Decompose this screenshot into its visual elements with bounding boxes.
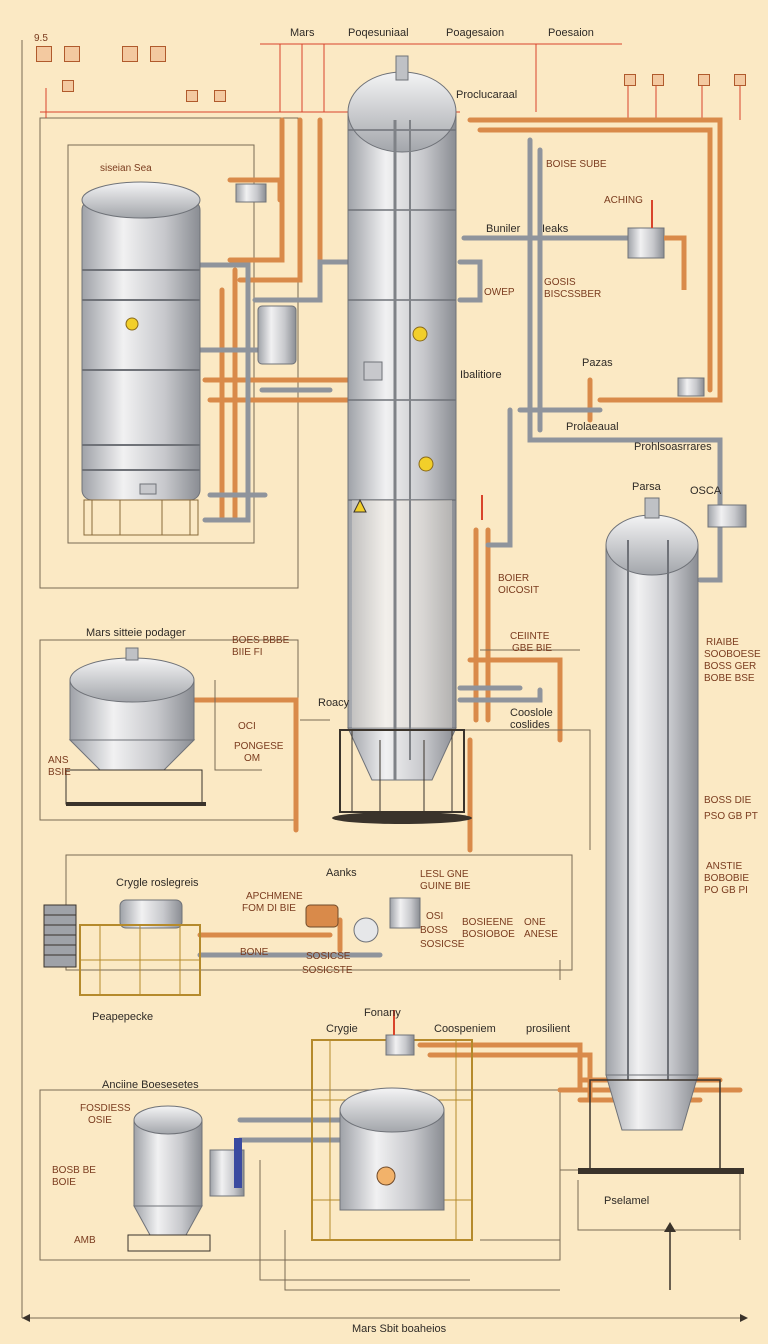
label-crygle-code-4: GUINE BIE bbox=[420, 881, 471, 892]
tag-box bbox=[698, 74, 710, 86]
label-crygle-code-5: OSI bbox=[426, 911, 444, 922]
label-crygle-code-2: FOM DI BIE bbox=[242, 903, 296, 914]
label-mid-code-3: OWEP bbox=[484, 287, 515, 298]
label-storage-code: BOES BBBE bbox=[232, 635, 290, 646]
tag-box bbox=[734, 74, 746, 86]
label-coosperiem: Coospeniem bbox=[434, 1023, 496, 1035]
archive-processor bbox=[127, 1105, 245, 1252]
control-cabinet bbox=[235, 183, 297, 365]
label-crygle-code-9: SOSICSE bbox=[306, 951, 351, 962]
label-crygle-code-6: BOSS bbox=[420, 925, 448, 936]
label-crygle-code-11: BOSIOBOE bbox=[462, 929, 515, 940]
label-pselamel: Pselamel bbox=[604, 1195, 650, 1207]
label-right-lower-8: BOBOBIE bbox=[704, 873, 750, 884]
label-right-lower-1: RIAIBE bbox=[706, 637, 739, 648]
label-crygle-code-3: LESL GNE bbox=[420, 869, 469, 880]
tag-box bbox=[652, 74, 664, 86]
tag-box bbox=[186, 90, 198, 102]
label-crygle-code-1: APCHMENE bbox=[246, 891, 303, 902]
label-top-processing: Poqesuniaal bbox=[348, 27, 409, 39]
label-coslides: coslides bbox=[510, 719, 550, 731]
label-top-pressure: Poesaion bbox=[548, 27, 594, 39]
tag-box bbox=[36, 46, 52, 62]
label-right-lower-6: PSO GB PT bbox=[704, 811, 758, 822]
label-bsie: BSIE bbox=[48, 767, 71, 778]
label-production-mid: Prolaeaual bbox=[566, 421, 619, 433]
left-storage-tank bbox=[81, 181, 201, 536]
label-top-progression: Poagesaion bbox=[446, 27, 505, 39]
label-burner: Buniler bbox=[486, 223, 521, 235]
tag-box bbox=[122, 46, 138, 62]
label-cooslole: Cooslole bbox=[510, 707, 553, 719]
label-right-lower-9: PO GB PI bbox=[704, 885, 748, 896]
tag-box bbox=[64, 46, 80, 62]
label-anchme-code-4: BOIE bbox=[52, 1177, 76, 1188]
label-ceiisie: GBE BIE bbox=[512, 643, 553, 654]
label-production-top: Proclucaraal bbox=[456, 89, 518, 101]
right-column bbox=[578, 377, 747, 1174]
label-pressure-om: PONGESE bbox=[234, 741, 284, 752]
cryogenic-unit bbox=[43, 897, 421, 996]
label-crygle-code-10: BOSIEENE bbox=[462, 917, 514, 928]
label-amb: AMB bbox=[74, 1235, 96, 1246]
label-peapepecke: Peapepecke bbox=[92, 1011, 154, 1023]
label-anchme-code-1: FOSDIESS bbox=[80, 1103, 131, 1114]
label-top-mars: Mars bbox=[290, 27, 315, 39]
label-production-right: Prohlsoasrrares bbox=[634, 441, 712, 453]
diagram-title: Mars Sbit boaheios bbox=[352, 1323, 447, 1335]
label-anchme: Anciine Boesesetes bbox=[102, 1079, 199, 1091]
label-balliors: Ibalitiore bbox=[460, 369, 502, 381]
label-crygie: Crygie bbox=[326, 1023, 358, 1035]
label-crygle-code-14: SOSICSTE bbox=[302, 965, 353, 976]
label-tank-top: siseian Sea bbox=[100, 163, 152, 174]
label-right-codes-2: ACHING bbox=[604, 195, 643, 206]
label-crygle-code-12: ONE bbox=[524, 917, 546, 928]
label-mid-code-2: BISCSSBER bbox=[544, 289, 602, 300]
label-mid-code-1: GOSIS bbox=[544, 277, 576, 288]
label-mars-storage: Mars sitteie podager bbox=[86, 627, 186, 639]
label-right-lower-4: BOBE BSE bbox=[704, 673, 755, 684]
label-crygle-code-13: ANESE bbox=[524, 929, 558, 940]
tag-box bbox=[214, 90, 226, 102]
label-oicosit: OICOSIT bbox=[498, 585, 540, 596]
label-roacy: Roacy bbox=[318, 697, 350, 709]
label-right-lower-2: SOOBOESE bbox=[704, 649, 761, 660]
label-om: OM bbox=[244, 753, 261, 764]
tag-box bbox=[624, 74, 636, 86]
label-storage-sub: BIIE FI bbox=[232, 647, 263, 658]
label-crygle-code-8: BONE bbox=[240, 947, 269, 958]
compressor-unit bbox=[311, 1010, 473, 1241]
label-anchme-code-2: OSIE bbox=[88, 1115, 112, 1126]
label-top-left-num: 9.5 bbox=[34, 33, 48, 44]
label-ans: ANS bbox=[48, 755, 69, 766]
top-right-valve bbox=[627, 200, 687, 290]
label-prosilient: prosilient bbox=[526, 1023, 571, 1035]
label-heats: Ieaks bbox=[542, 223, 569, 235]
top-header-lines bbox=[40, 43, 741, 120]
label-crygle: Crygle roslegreis bbox=[116, 877, 199, 889]
storage-silo bbox=[65, 647, 206, 806]
label-aanks: Aanks bbox=[326, 867, 357, 879]
tag-box bbox=[150, 46, 166, 62]
label-coil: OCI bbox=[238, 721, 256, 732]
label-right-lower-3: BOSS GER bbox=[704, 661, 757, 672]
label-fonany: Fonany bbox=[364, 1007, 401, 1019]
label-right-lower-7: ANSTIE bbox=[706, 861, 743, 872]
label-ceiinte: CEIINTE bbox=[510, 631, 550, 642]
label-anchme-code-3: BOSB BE bbox=[52, 1165, 96, 1176]
label-right-lower-5: BOSS DIE bbox=[704, 795, 752, 806]
label-right-cg: OSCA bbox=[690, 485, 722, 497]
label-right-fr: Parsa bbox=[632, 481, 661, 493]
steel-pipes bbox=[197, 137, 723, 1143]
label-right-codes-1: BOISE SUBE bbox=[546, 159, 607, 170]
label-crygle-code-7: SOSICSE bbox=[420, 939, 465, 950]
center-column bbox=[332, 55, 472, 824]
label-press: Pazas bbox=[582, 357, 613, 369]
tag-box bbox=[62, 80, 74, 92]
label-boier: BOIER bbox=[498, 573, 530, 584]
